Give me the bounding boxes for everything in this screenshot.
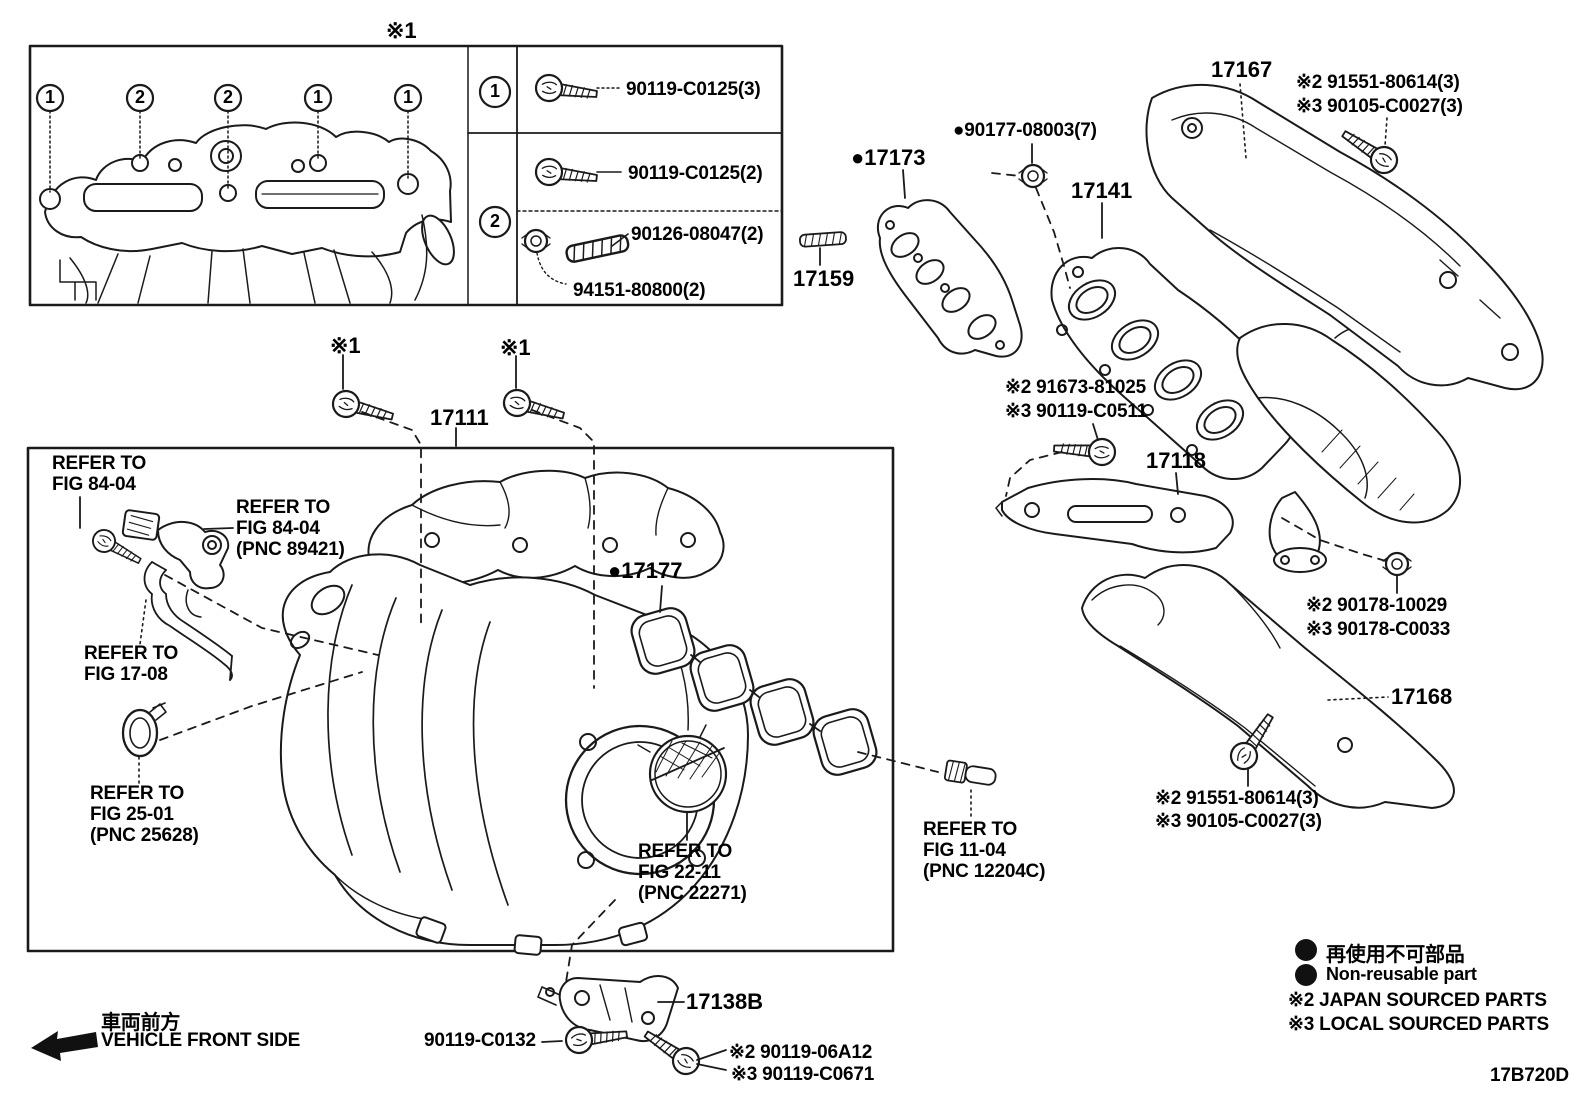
note-90178-C0033: ※3 90178-C0033 (1306, 619, 1451, 640)
legend-japan-sourced: ※2 JAPAN SOURCED PARTS (1288, 990, 1547, 1011)
hose-art (143, 561, 233, 681)
note-x1-top: ※1 (386, 18, 417, 43)
exhaust-manifold-art (1050, 246, 1462, 573)
legend-non-reusable-en: Non-reusable part (1326, 964, 1477, 984)
note-90105-bot: ※3 90105-C0027(3) (1155, 811, 1322, 832)
intake-manifold-art (279, 469, 749, 956)
legend-local-sourced: ※3 LOCAL SOURCED PARTS (1288, 1014, 1550, 1035)
refer-fig-17-08: REFER TO FIG 17-08 (84, 643, 179, 685)
non-reusable-bullet-icon (1295, 939, 1317, 961)
part-label-17159: 17159 (793, 266, 855, 291)
refer-fig-22-11: REFER TO FIG 22-11 (PNC 22271) (638, 841, 747, 904)
callout-number: 1 (402, 87, 413, 107)
dashed-lines (159, 172, 1387, 983)
heat-insulator-lower-art (1081, 564, 1455, 809)
stud-icon (798, 230, 848, 248)
note-90119-C0671: ※3 90119-C0671 (731, 1064, 875, 1085)
vehicle-front-en: VEHICLE FRONT SIDE (101, 1030, 301, 1051)
heat-insulator-upper-art (1145, 83, 1544, 391)
callout-number: 1 (44, 87, 55, 107)
gasket-17173-art (877, 199, 1023, 358)
nut-icon (1381, 551, 1413, 577)
note-x1-b: ※1 (500, 335, 531, 360)
refer-fig-84-04: REFER TO FIG 84-04 (52, 453, 147, 495)
nut-icon (1017, 163, 1049, 189)
part-number: 90126-08047(2) (631, 224, 764, 245)
note-x1-a: ※1 (330, 333, 361, 358)
part-label-90177: ●90177-08003(7) (953, 120, 1097, 141)
inset-callout-circles (35, 83, 423, 193)
vehicle-front-arrow (31, 1031, 98, 1061)
note-90119-06A12: ※2 90119-06A12 (729, 1042, 873, 1063)
non-reusable-bullet-icon (1295, 964, 1317, 986)
table-row-number: 1 (489, 81, 500, 101)
part-number: 94151-80800(2) (573, 280, 706, 301)
bolt-icon (637, 1022, 706, 1081)
plug-icon (943, 759, 998, 789)
parts-table-icons (478, 72, 631, 285)
sensor-art (88, 509, 230, 618)
callout-number: 2 (134, 87, 145, 107)
vehicle-front-ja: 車両前方 (101, 1012, 181, 1034)
note-90178-10029: ※2 90178-10029 (1306, 595, 1447, 616)
part-label-90119-C0132: 90119-C0132 (424, 1030, 536, 1051)
legend-bullets (1295, 939, 1317, 986)
part-number: 90119-C0125(3) (626, 79, 761, 100)
refer-fig-11-04: REFER TO FIG 11-04 (PNC 12204C) (923, 819, 1046, 882)
note-91673: ※2 91673-81025 (1005, 377, 1146, 398)
bolt-icon (500, 386, 568, 429)
legend-non-reusable-ja: 再使用不可部品 (1326, 944, 1465, 966)
intake-detail-box (26, 446, 895, 953)
bolt-icon (329, 387, 397, 430)
part-label-17118: 17118 (1146, 448, 1206, 473)
manifold-stay-art (995, 478, 1234, 554)
table-row-number: 2 (489, 211, 500, 231)
dotted-leaders (138, 83, 1389, 821)
refer-fig-84-04-pnc: REFER TO FIG 84-04 (PNC 89421) (236, 497, 345, 560)
refer-fig-25-01: REFER TO FIG 25-01 (PNC 25628) (90, 783, 199, 846)
part-label-17173: ●17173 (851, 145, 926, 170)
part-label-17138B: 17138B (686, 989, 764, 1014)
part-label-17167: 17167 (1211, 57, 1273, 82)
note-90119-C0511: ※3 90119-C0511 (1005, 401, 1148, 422)
part-number: 90119-C0125(2) (628, 163, 763, 184)
bolt-icon (1052, 435, 1117, 467)
leader-lines (79, 143, 1398, 1071)
part-label-17168: 17168 (1391, 684, 1453, 709)
note-91551-bot: ※2 91551-80614(3) (1155, 788, 1319, 809)
part-label-17111: 17111 (430, 405, 489, 430)
clamp-art (121, 702, 167, 758)
callout-number: 1 (312, 87, 323, 107)
note-91551-top: ※2 91551-80614(3) (1296, 72, 1460, 93)
part-label-17177: ●17177 (608, 558, 683, 583)
note-90105-top: ※3 90105-C0027(3) (1296, 96, 1463, 117)
bracket-17138B-art (537, 975, 679, 1042)
callout-number: 2 (222, 87, 233, 107)
screen-art (637, 724, 728, 814)
gasket-17177-art (630, 607, 878, 776)
diagram-code: 17B720D (1490, 1065, 1569, 1086)
inset-manifold-art (39, 121, 455, 304)
part-label-17141: 17141 (1071, 178, 1133, 203)
